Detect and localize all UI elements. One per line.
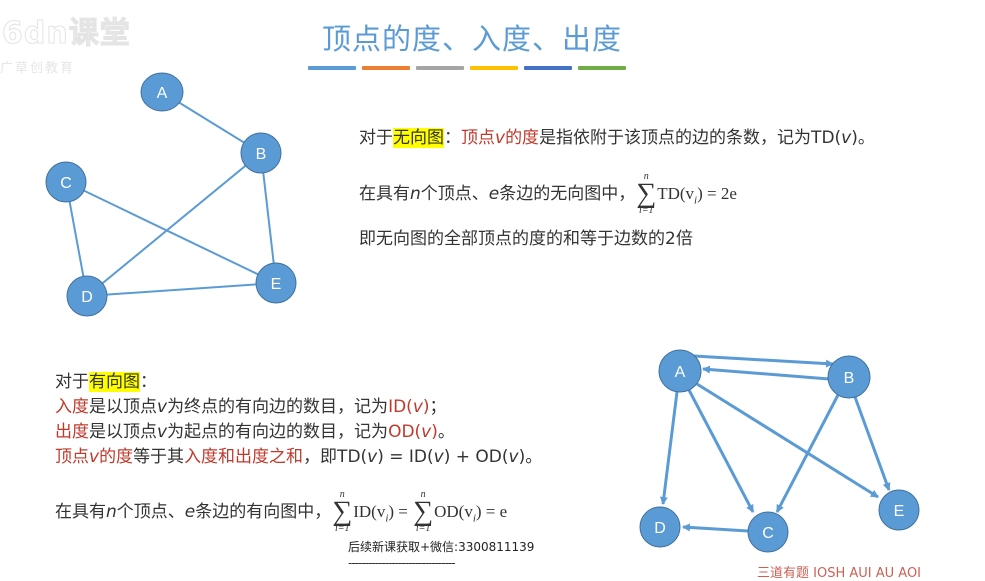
text: v [495, 128, 506, 148]
text: 个顶点、 [420, 184, 489, 204]
text: )。 [851, 128, 875, 148]
svg-text:C: C [60, 175, 72, 192]
text: 对于 [359, 128, 393, 148]
edge-a-to-d [659, 391, 679, 505]
watermark-logo: 6dn课堂 [2, 16, 131, 52]
overlay-dashes: -------------------------------- [348, 556, 456, 570]
formula: TD(v [657, 184, 695, 203]
text: 条边的无向图中， [499, 184, 636, 204]
directed-graph: A B C D E [639, 349, 920, 553]
accent-bars [308, 66, 626, 70]
text: v [841, 128, 852, 148]
edge-b-d [86, 152, 262, 297]
edge-a-to-c [687, 389, 755, 513]
node-c: C [45, 161, 87, 203]
accent-bar [470, 66, 518, 70]
text: 顶点 [461, 128, 495, 148]
node-a: A [658, 349, 702, 393]
total-degree-definition: 顶点v的度等于其入度和出度之和，即TD(v) = ID(v) + OD(v)。 [55, 447, 543, 467]
accent-bar [308, 66, 356, 70]
svg-text:D: D [654, 520, 666, 537]
svg-text:B: B [844, 370, 855, 387]
edge-d-e [86, 282, 277, 297]
svg-text:E: E [894, 503, 905, 520]
text: 的度 [505, 128, 540, 148]
accent-bar [416, 66, 464, 70]
svg-text:A: A [157, 85, 168, 102]
svg-text:B: B [256, 146, 267, 163]
edge-c-to-d [682, 523, 749, 533]
highlight-undirected-graph: 无向图 [393, 128, 444, 148]
accent-bar [578, 66, 626, 70]
edge-b-to-a [702, 365, 830, 381]
node-d: D [639, 506, 681, 548]
summation-symbol: n∑i=1 [636, 171, 657, 216]
text: n [410, 184, 421, 204]
text: ： [140, 372, 157, 392]
out-degree-definition: 出度是以顶点v为起点的有向边的数目，记为OD(v)。 [55, 422, 455, 442]
svg-text:A: A [675, 364, 686, 381]
slide-title: 顶点的度、入度、出度 [321, 22, 622, 56]
text: e [488, 184, 500, 204]
text: 是指依附于该顶点的边的条数，记为TD( [539, 128, 842, 148]
svg-text:E: E [271, 276, 282, 293]
undirected-definition: 对于无向图：顶点v的度是指依附于该顶点的边的条数，记为TD(v)。 [359, 127, 875, 149]
node-a: A [140, 72, 184, 112]
node-d: D [66, 275, 108, 317]
summation-symbol: n∑i=1 [332, 489, 353, 534]
directed-edges [659, 354, 891, 533]
edge-b-to-c [775, 394, 840, 513]
edge-a-to-b [693, 354, 834, 368]
edge-b-to-e [853, 396, 891, 491]
node-e: E [878, 489, 920, 531]
formula-subscript: i [694, 194, 698, 207]
summation-symbol: n∑i=1 [413, 489, 434, 534]
node-c: C [747, 511, 789, 553]
accent-bar [362, 66, 410, 70]
formula: ) = 2e [697, 184, 737, 203]
edge-c-e [65, 181, 277, 284]
undirected-conclusion: 即无向图的全部顶点的度的和等于边数的2倍 [359, 229, 693, 249]
edge-b-e [260, 152, 277, 284]
overlay-note: 后续新课获取+微信:3300811139 [348, 540, 535, 554]
svg-text:D: D [81, 289, 93, 306]
accent-bar [524, 66, 572, 70]
node-b: B [827, 355, 871, 399]
watermark-subtitle: 广草创教育 [0, 61, 76, 76]
undirected-edges [65, 91, 277, 297]
text: 对于 [55, 372, 89, 392]
svg-text:C: C [762, 525, 774, 542]
text: ： [444, 128, 461, 148]
text: 在具有 [359, 184, 410, 204]
node-e: E [255, 262, 297, 304]
undirected-graph: A B C D E [45, 72, 297, 317]
node-b: B [240, 132, 282, 174]
in-degree-definition: 入度是以顶点v为终点的有向边的数目，记为ID(v)； [55, 397, 447, 417]
edge-a-to-e [696, 382, 879, 499]
directed-heading: 对于有向图： [55, 371, 157, 393]
highlight-directed-graph: 有向图 [89, 372, 140, 392]
